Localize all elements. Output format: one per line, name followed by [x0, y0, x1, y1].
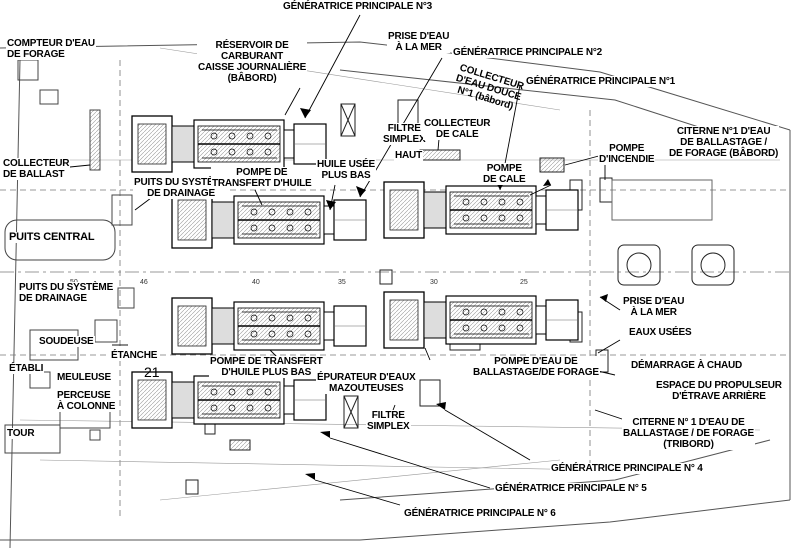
label-waste-water: EAUX USÉES — [628, 327, 693, 338]
generator-6 — [171, 297, 367, 355]
generator-4 — [383, 291, 579, 349]
generator-1 — [383, 181, 579, 239]
frame-30: 30 — [430, 279, 438, 286]
frame-25: 25 — [520, 279, 528, 286]
label-generator-6: GÉNÉRATRICE PRINCIPALE N° 6 — [403, 508, 557, 519]
equipment-boxes — [185, 99, 735, 495]
label-generator-4: GÉNÉRATRICE PRINCIPALE N° 4 — [550, 463, 704, 474]
label-generator-1: GÉNÉRATRICE PRINCIPALE N°1 — [525, 76, 676, 87]
frame-21: 21 — [144, 364, 160, 380]
frame-35: 35 — [338, 279, 346, 286]
label-generator-2: GÉNÉRATRICE PRINCIPALE N°2 — [452, 47, 603, 58]
frame-numbers: 50 46 40 35 30 25 — [70, 279, 528, 286]
label-up: HAUT — [394, 150, 423, 161]
label-central-well: PUITS CENTRAL — [8, 231, 96, 243]
label-grinder: MEULEUSE — [56, 372, 112, 383]
generator-5 — [131, 371, 327, 429]
generator-3 — [131, 115, 327, 173]
workshop-area — [4, 59, 135, 454]
label-workbench: ÉTABLI — [8, 363, 45, 374]
frame-40: 40 — [252, 279, 260, 286]
label-welder: SOUDEUSE — [38, 336, 95, 347]
generator-2 — [171, 191, 367, 249]
label-watertight: ÉTANCHE — [110, 350, 159, 361]
label-generator-5: GÉNÉRATRICE PRINCIPALE N° 5 — [494, 483, 648, 494]
label-hot-start: DÉMARRAGE À CHAUD — [630, 360, 744, 371]
label-lathe: TOUR — [6, 428, 36, 439]
label-generator-3: GÉNÉRATRICE PRINCIPALE N°3 — [282, 1, 433, 12]
frame-46: 46 — [140, 279, 148, 286]
